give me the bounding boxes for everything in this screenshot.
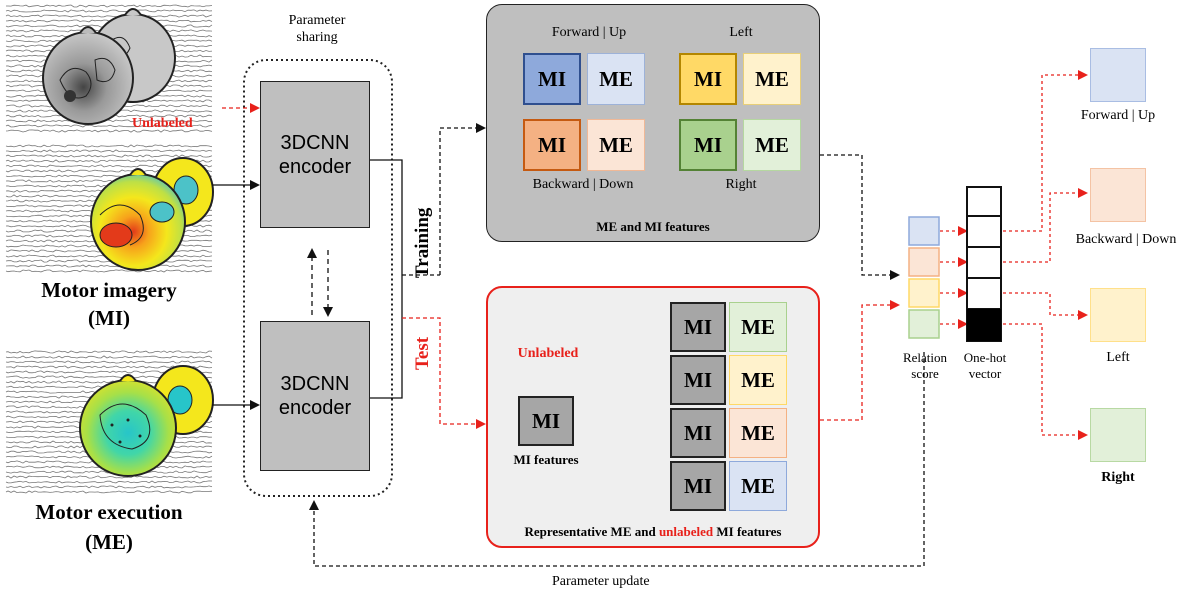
right-me-box: ME [743,119,801,171]
pair-3-mi-box: MI [670,408,726,458]
pair-1-mi-box: MI [670,302,726,352]
output-left-box [1090,288,1146,342]
eeg-trace [6,149,213,153]
output-right-label: Right [1101,470,1135,485]
output-left-label: Left [1106,350,1130,365]
eeg-trace [5,350,213,354]
backward-mi-box: MI [523,119,581,171]
output-forward-box [1090,48,1146,102]
relation-score-label: Relation score [902,350,948,381]
eeg-trace [5,14,213,18]
training-arrow [439,123,486,275]
encoder-output-connector [370,159,403,399]
motor-imagery-label: Motor imagery [41,278,177,302]
eeg-trace [5,269,213,273]
encoder-bottom: 3DCNN encoder [260,321,370,471]
eeg-trace [5,154,213,158]
query-caption: MI features [513,452,579,467]
query-unlabeled-label: Unlabeled [517,346,579,361]
pair-4-mi-box: MI [670,461,726,511]
eeg-trace [6,4,213,8]
forward-mi-box: MI [523,53,581,105]
output-right-box [1090,408,1146,462]
eeg-trace [5,475,213,479]
forward-me-box: ME [587,53,645,105]
output-backward-box [1090,168,1146,222]
parameter-update-label: Parameter update [552,574,650,589]
pair-2-mi-box: MI [670,355,726,405]
group-label-backward: Backward | Down [532,177,634,192]
topomap-unlabeled-icon [42,8,176,125]
pair-1-me-box: ME [729,302,787,352]
encoder-top: 3DCNN encoder [260,81,370,228]
query-mi-box: MI [518,396,574,446]
test-features-panel: Unlabeled MI MI features MI ME MI ME MI … [486,286,820,548]
output-backward-label: Backward | Down [1075,232,1177,247]
group-label-forward: Forward | Up [551,25,627,40]
parameter-sharing-label: Parameter sharing [288,13,346,45]
pair-4-me-box: ME [729,461,787,511]
training-to-relation-arrow [820,154,900,280]
eeg-trace [5,259,212,263]
left-me-box: ME [743,53,801,105]
onehot-to-output-arrows [1003,70,1088,440]
training-features-panel: Forward | Up Left MI ME MI ME MI ME MI M… [486,4,820,242]
topomap-mi-icon [90,157,214,271]
parameter-update-arrow [309,352,925,567]
pair-3-me-box: ME [729,408,787,458]
relation-score-bar [908,216,940,339]
output-forward-label: Forward | Up [1080,108,1156,123]
eeg-trace [5,124,213,128]
test-label: Test [412,336,433,370]
test-panel-caption: Representative ME and unlabeled MI featu… [524,524,782,539]
one-hot-vector-bar [966,186,1002,342]
training-panel-caption: ME and MI features [596,219,710,234]
left-mi-box: MI [679,53,737,105]
test-to-relation-arrow [820,300,900,421]
eeg-trace [5,144,213,148]
eeg-trace [5,264,213,268]
one-hot-vector-label: One-hot vector [963,350,1007,381]
eeg-trace [5,355,213,359]
group-label-left: Left [729,25,753,40]
eeg-trace [5,19,213,23]
parameter-sharing-box [243,59,393,497]
relation-to-onehot-arrows [940,226,968,329]
group-label-right: Right [725,177,757,192]
test-arrow [402,317,486,429]
me-abbreviation-label: (ME) [85,530,133,554]
eeg-trace [5,9,213,13]
eeg-trace [5,490,213,494]
eeg-trace [5,480,213,484]
mi-abbreviation-label: (MI) [88,306,130,330]
motor-execution-label: Motor execution [35,500,183,524]
unlabeled-input-label: Unlabeled [132,116,193,131]
eeg-trace [5,485,213,489]
pair-2-me-box: ME [729,355,787,405]
training-label: Training [412,207,433,278]
backward-me-box: ME [587,119,645,171]
eeg-trace [5,360,213,364]
right-mi-box: MI [679,119,737,171]
topomap-me-icon [79,365,214,477]
eeg-trace [5,129,213,133]
